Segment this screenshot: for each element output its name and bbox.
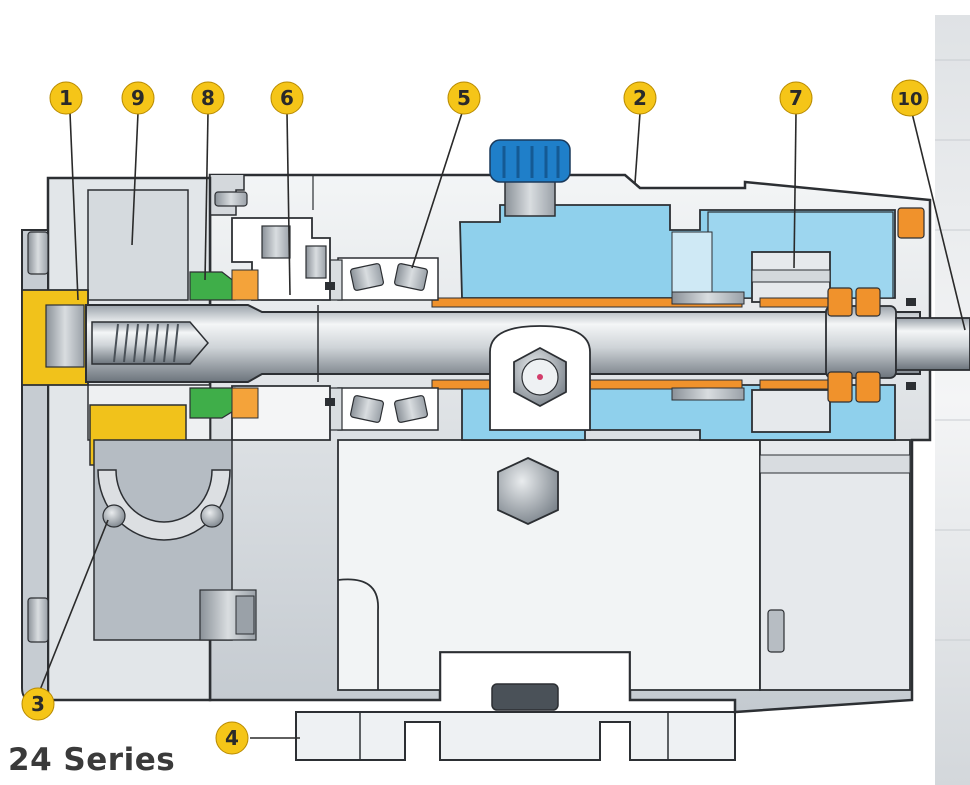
svg-text:8: 8 [201, 86, 215, 110]
leader-lines [39, 112, 966, 739]
svg-text:2: 2 [633, 86, 647, 110]
svg-text:5: 5 [457, 86, 471, 110]
mounting-feet [295, 711, 736, 761]
mechanical-seals [189, 269, 259, 419]
svg-text:3: 3 [31, 692, 45, 716]
svg-text:1: 1 [59, 86, 73, 110]
callout-8: 8 [191, 81, 225, 115]
base-bolt [491, 683, 559, 711]
svg-text:10: 10 [897, 89, 922, 110]
svg-text:6: 6 [280, 86, 294, 110]
callout-2: 2 [623, 81, 657, 115]
callout-10: 10 [891, 79, 929, 117]
svg-text:9: 9 [131, 86, 145, 110]
background-panel [935, 15, 970, 785]
sight-glass [489, 325, 591, 431]
breather-cap [489, 139, 571, 217]
series-caption: 24 Series [8, 742, 176, 778]
gearbox-housing [208, 173, 932, 714]
lock-nuts [827, 207, 925, 403]
timing-gear [751, 251, 831, 433]
callout-3: 3 [21, 687, 55, 721]
callout-1: 1 [49, 81, 83, 115]
callout-6: 6 [270, 81, 304, 115]
bearing-rollers-bottom [321, 387, 745, 431]
svg-text:7: 7 [789, 86, 803, 110]
callout-7: 7 [779, 81, 813, 115]
retaining-clips [325, 282, 916, 406]
bearing-rollers-top [321, 257, 745, 305]
callout-5: 5 [447, 81, 481, 115]
callout-4: 4 [215, 721, 249, 755]
callout-9: 9 [121, 81, 155, 115]
svg-text:4: 4 [225, 726, 239, 750]
drain-plug [497, 457, 559, 525]
